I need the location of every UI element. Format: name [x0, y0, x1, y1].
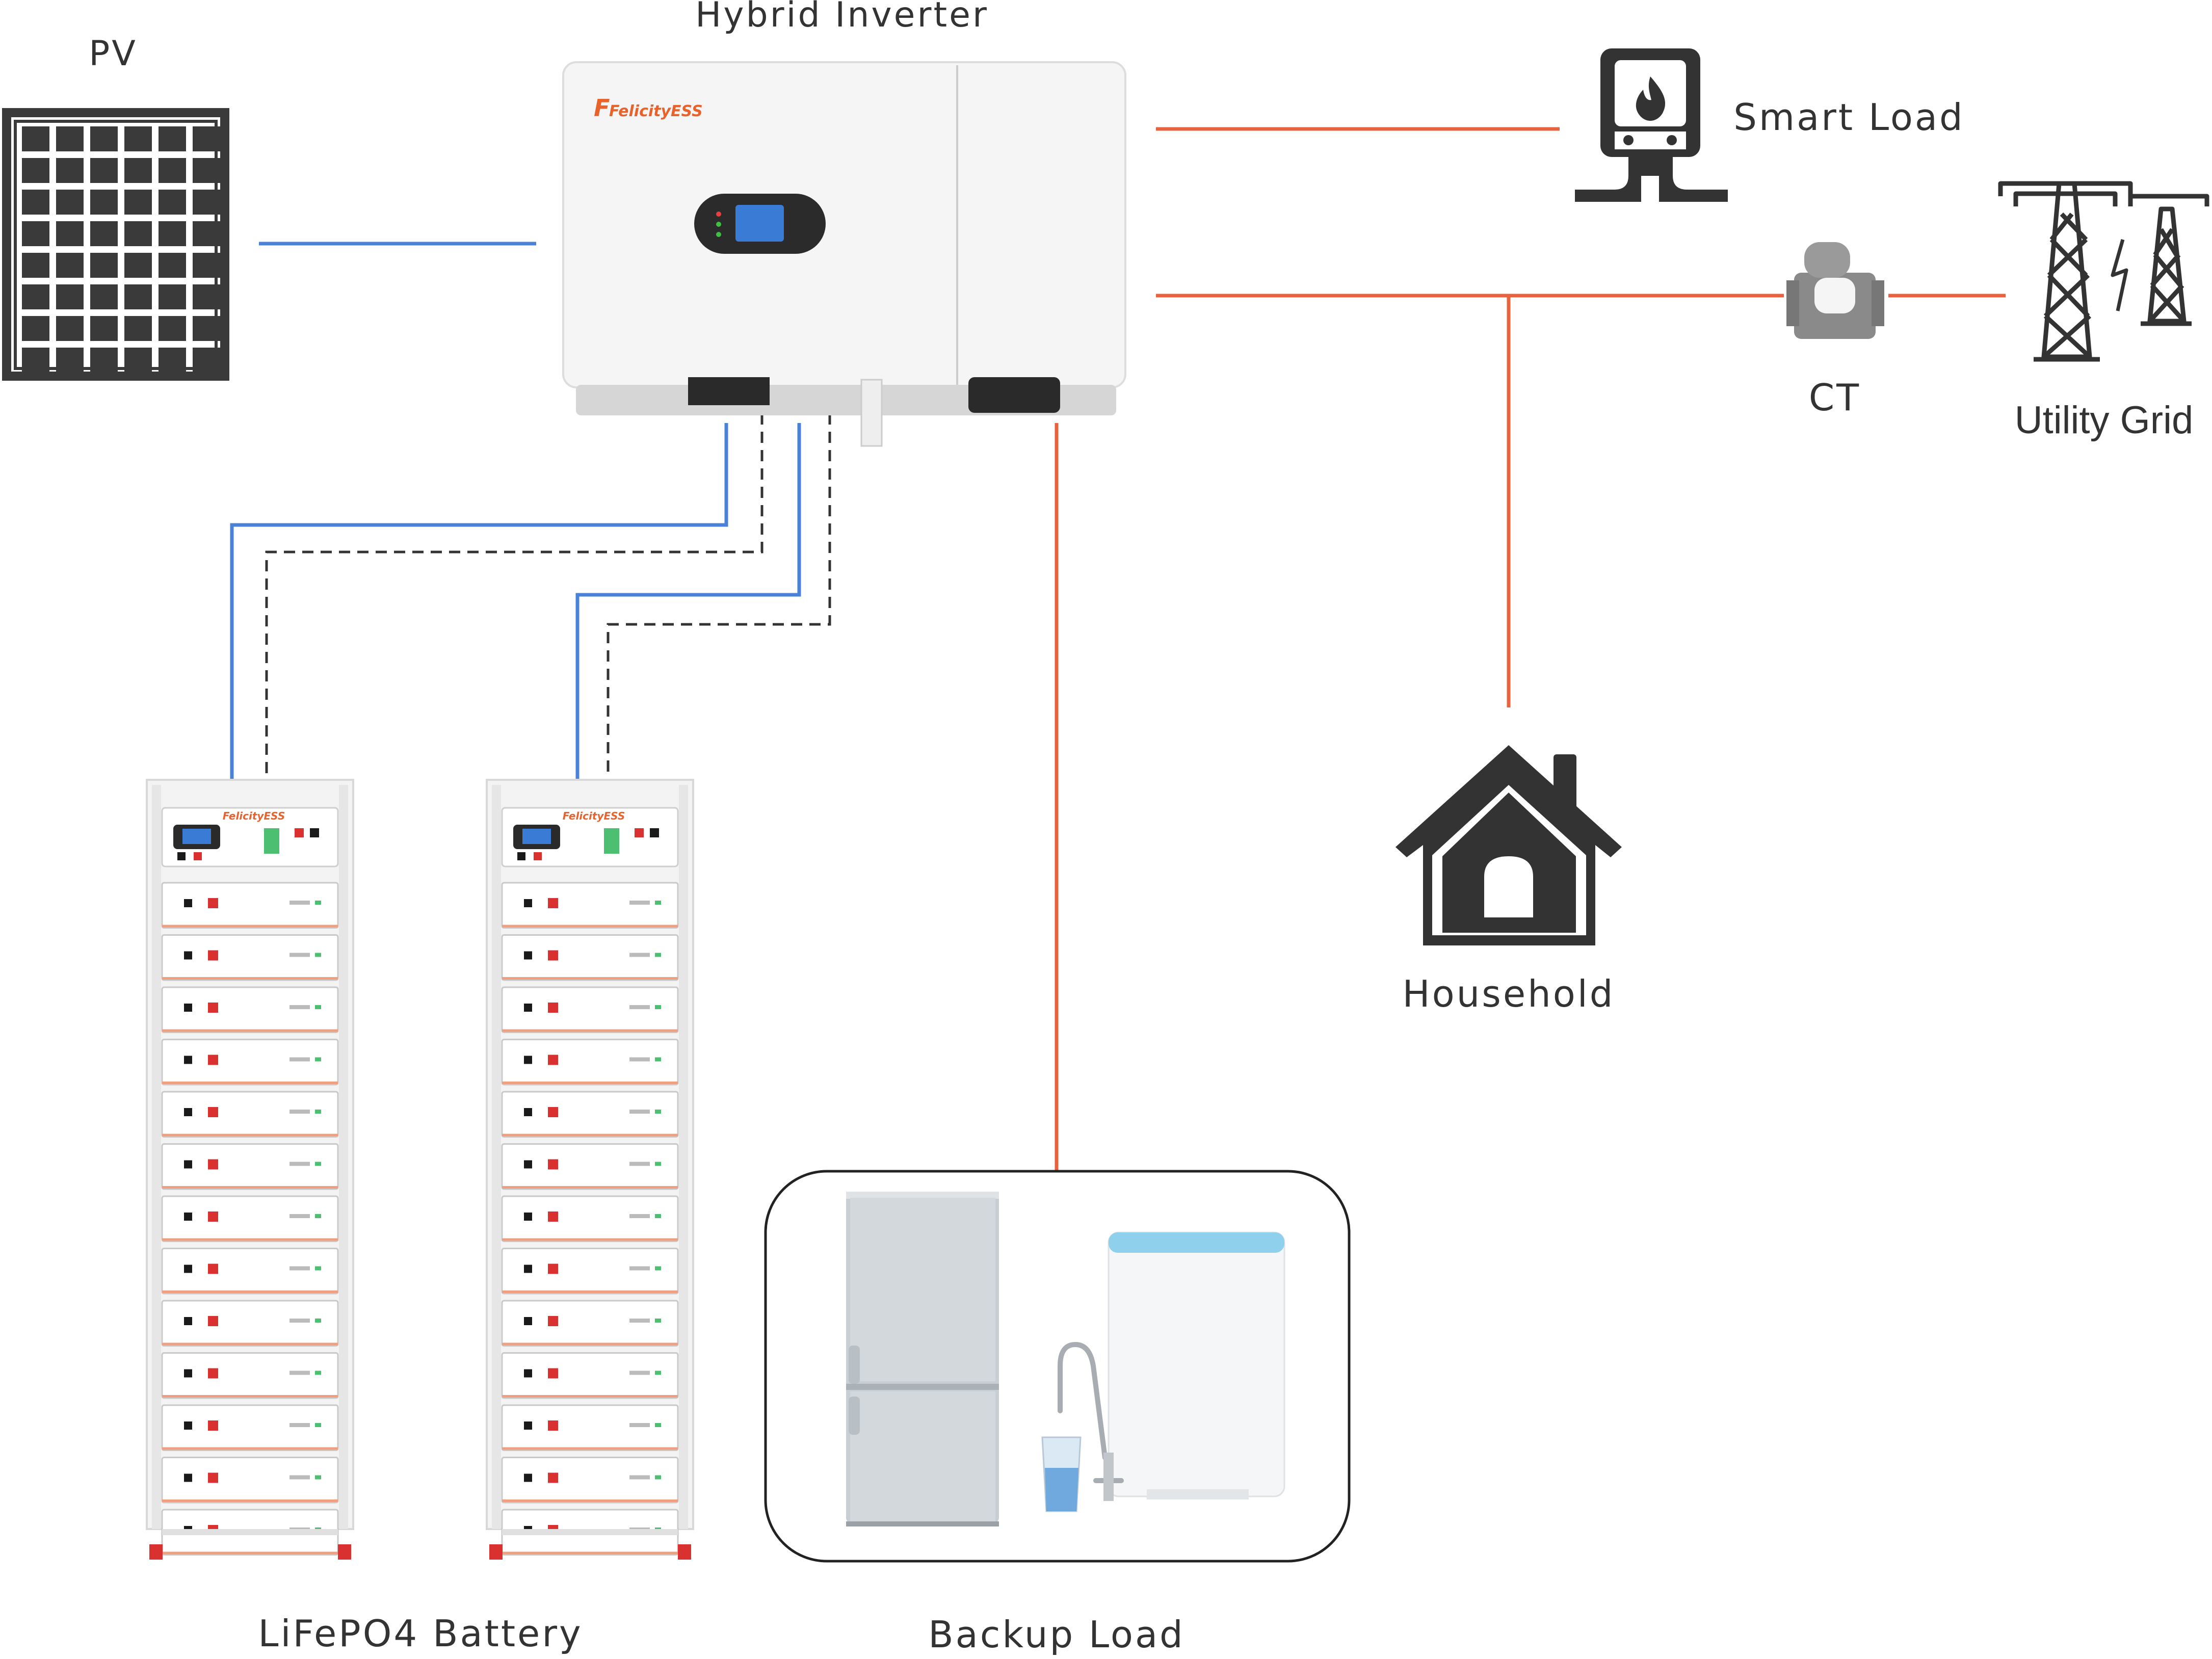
battery-module	[501, 1195, 679, 1242]
battery-module	[161, 1300, 339, 1347]
battery-module	[501, 1404, 679, 1451]
backup-load-label: Backup Load	[928, 1613, 1185, 1656]
battery2-dc-line	[575, 423, 801, 779]
faucet-icon	[1058, 1341, 1124, 1501]
battery1-dc-line	[230, 423, 728, 779]
utility-grid-icon	[1998, 181, 2209, 362]
battery-module	[161, 1039, 339, 1086]
battery-module	[501, 1143, 679, 1190]
battery-module	[501, 1457, 679, 1504]
water-glass-icon	[1041, 1436, 1082, 1512]
battery-module	[161, 1457, 339, 1504]
utility-grid-label: Utility Grid	[2015, 399, 2193, 442]
battery-module	[161, 1091, 339, 1138]
battery-module	[161, 1404, 339, 1451]
battery-module	[501, 1248, 679, 1295]
fridge-icon	[846, 1192, 999, 1526]
battery-logo: FelicityESS	[563, 810, 625, 822]
inverter-label: Hybrid Inverter	[695, 0, 989, 35]
water-purifier-icon	[1108, 1231, 1285, 1499]
svg-text:F: F	[594, 94, 610, 122]
battery-stack: FelicityESS	[146, 779, 354, 1560]
battery-module	[161, 934, 339, 981]
inverter-logo: F FelicityESS	[594, 94, 703, 122]
battery-module	[161, 1143, 339, 1190]
battery-stack: FelicityESS	[486, 779, 694, 1560]
house-icon	[1395, 745, 1622, 945]
battery-logo: FelicityESS	[223, 810, 285, 822]
inverter-display	[694, 194, 826, 254]
battery-label: LiFePO4 Battery	[258, 1612, 583, 1655]
bms-control-module: FelicityESS	[501, 807, 679, 867]
battery-module	[501, 986, 679, 1033]
battery2-comm-line	[607, 395, 831, 779]
battery-module	[501, 1300, 679, 1347]
backup-load-box	[764, 1170, 1351, 1563]
battery-module	[161, 1195, 339, 1242]
smart-load-label: Smart Load	[1733, 96, 1964, 139]
smart-load-icon	[1575, 48, 1728, 202]
battery-module	[501, 934, 679, 981]
ct-label: CT	[1809, 376, 1861, 419]
hybrid-inverter: F FelicityESS	[562, 61, 1126, 447]
pv-panel-icon	[2, 108, 229, 381]
bms-control-module: FelicityESS	[161, 807, 339, 867]
ct-icon	[1786, 242, 1884, 339]
battery-module	[161, 986, 339, 1033]
svg-text:FelicityESS: FelicityESS	[609, 102, 703, 120]
battery-module	[501, 1091, 679, 1138]
battery1-comm-line	[265, 395, 763, 779]
battery-module	[501, 1352, 679, 1399]
battery-module	[161, 1248, 339, 1295]
household-label: Household	[1402, 972, 1615, 1015]
battery-module	[501, 882, 679, 929]
battery-module	[161, 1352, 339, 1399]
battery-module	[501, 1039, 679, 1086]
battery-module	[161, 882, 339, 929]
pv-label: PV	[89, 34, 138, 74]
